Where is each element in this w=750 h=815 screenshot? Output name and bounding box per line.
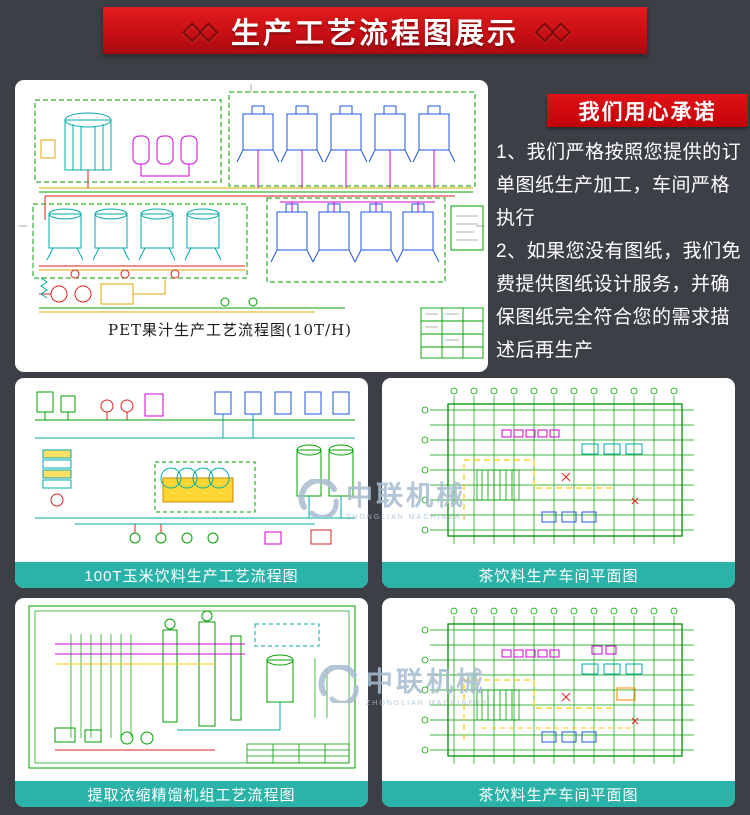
caption-extraction-flow: 提取浓缩精馏机组工艺流程图 [15, 781, 368, 807]
tea-plan-diagram-2 [421, 607, 695, 765]
corn-flow-diagram [35, 391, 355, 545]
panel-tea-workshop-plan-1[interactable]: 茶饮料生产车间平面图 [382, 378, 735, 588]
page-title: 生产工艺流程图展示 [230, 17, 519, 50]
page-title-banner: ◇◇ 生产工艺流程图展示 ◇◇ [103, 7, 647, 54]
promise-item-2: 2、如果您没有图纸，我们免费提供图纸设计服务，并确保图纸完全符合您的需求描述后再… [496, 241, 742, 361]
caption-tea-workshop-plan-2: 茶饮料生产车间平面图 [382, 781, 735, 807]
panel-tea-workshop-plan-2[interactable]: 茶饮料生产车间平面图 [382, 598, 735, 807]
pet-flow-diagram [19, 84, 484, 359]
extraction-flow-diagram [28, 605, 356, 769]
promise-text-block: 1、我们严格按照您提供的订单图纸生产加工，车间严格执行 2、如果您没有图纸，我们… [496, 136, 742, 367]
promise-item-1: 1、我们严格按照您提供的订单图纸生产加工，车间严格执行 [496, 142, 742, 229]
diamond-decor-left-icon: ◇◇ [182, 16, 218, 45]
caption-tea-workshop-plan-1: 茶饮料生产车间平面图 [382, 562, 735, 588]
diamond-decor-right-icon: ◇◇ [535, 16, 570, 45]
panel-corn-beverage-flow[interactable]: 100T玉米饮料生产工艺流程图 [15, 378, 368, 588]
promise-badge: 我们用心承诺 [547, 94, 748, 127]
caption-corn-beverage-flow: 100T玉米饮料生产工艺流程图 [15, 562, 368, 588]
pet-diagram-caption: PET果汁生产工艺流程图(10T/H) [108, 321, 352, 339]
panel-pet-juice-flow[interactable]: PET果汁生产工艺流程图(10T/H) [15, 80, 488, 372]
tea-plan-diagram-1 [421, 387, 695, 545]
panel-extraction-distillation-flow[interactable]: 提取浓缩精馏机组工艺流程图 [15, 598, 368, 807]
